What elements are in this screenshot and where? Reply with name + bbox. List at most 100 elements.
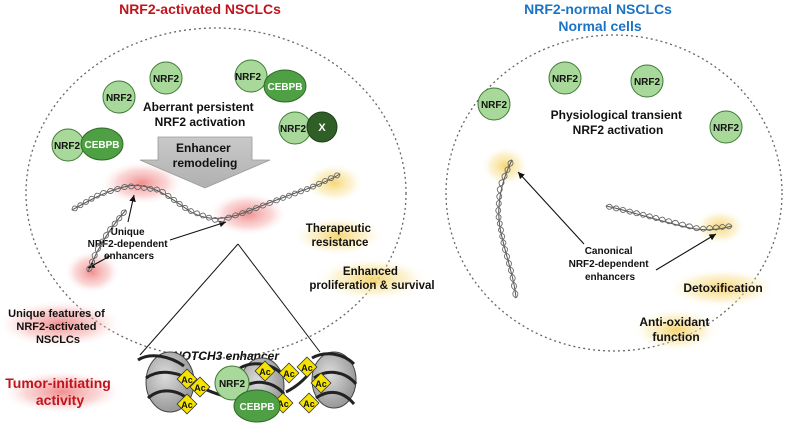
unique-enhancers-label: Unique NRF2-dependent enhancers — [88, 227, 171, 262]
remodeling-line1: Enhancer — [176, 141, 231, 155]
ac-mark-2: Ac — [189, 376, 211, 398]
ac-mark-4-label: Ac — [259, 367, 271, 377]
therapeutic-line1: Therapeutic — [306, 223, 372, 235]
ac-mark-6-label: Ac — [301, 363, 313, 373]
nrf2-notch3-label: NRF2 — [219, 379, 246, 390]
nrf2-left-label: NRF2 — [54, 141, 81, 152]
unique-features-line2: NRF2-activated — [16, 321, 96, 333]
right-nrf2-c-label: NRF2 — [481, 100, 508, 111]
proliferation-line1: Enhanced — [343, 266, 398, 278]
tumor-line2: activity — [36, 392, 84, 408]
proliferation-line2: proliferation & survival — [309, 280, 434, 292]
dna-helix-decoration — [71, 159, 733, 299]
left-title: NRF2-activated NSCLCs — [119, 1, 281, 17]
nrf2-x-label: NRF2 — [280, 124, 307, 135]
right-cell-outline — [445, 34, 783, 352]
antioxidant-line2: function — [652, 330, 699, 344]
right-nrf2-b-label: NRF2 — [634, 77, 661, 88]
right-activation-line1: Physiological transient — [551, 108, 682, 122]
ac-mark-9-label: Ac — [303, 399, 315, 409]
left-activation-line1: Aberrant persistent — [143, 100, 254, 114]
nrf2-top-label: NRF2 — [235, 72, 262, 83]
therapeutic-resistance-label: Therapeutic resistance — [306, 223, 374, 249]
nrf2-x-complex: NRF2 X — [278, 111, 338, 145]
nrf2-protein-b-label: NRF2 — [153, 74, 180, 85]
antioxidant-line1: Anti-oxidant — [639, 315, 709, 329]
right-nrf2-d: NRF2 — [709, 110, 743, 144]
glow-yellow-antioxidant — [632, 308, 720, 352]
arrow-to-middle-enhancer — [169, 220, 227, 241]
right-activation-label: Physiological transient NRF2 activation — [551, 108, 686, 137]
canonical-line1: Canonical — [585, 246, 633, 257]
cebpb-top-label: CEBPB — [267, 82, 302, 93]
zoom-line-right — [237, 243, 321, 353]
glow-red-middle — [208, 192, 288, 236]
detoxification-label: Detoxification — [683, 281, 762, 295]
unique-features-line1: Unique features of — [8, 308, 105, 320]
right-nrf2-b: NRF2 — [630, 64, 664, 98]
ac-mark-8-label: Ac — [277, 399, 289, 409]
tumor-line1: Tumor-initiating — [5, 375, 111, 391]
proliferation-label: Enhanced proliferation & survival — [309, 266, 434, 292]
glow-yellow-proliferation — [314, 257, 430, 301]
ac-mark-3: Ac — [176, 393, 198, 415]
ac-mark-6: Ac — [296, 356, 318, 378]
nrf2-cebpb-on-notch3: NRF2 CEBPB — [214, 365, 281, 423]
arrow-to-top-enhancer — [127, 194, 136, 223]
right-title-line1: NRF2-normal NSCLCs — [524, 1, 672, 17]
nrf2-protein-b: NRF2 — [149, 61, 183, 95]
glow-red-unique-features — [0, 300, 124, 348]
unique-enhancers-line2: NRF2-dependent — [88, 239, 169, 250]
antioxidant-label: Anti-oxidant function — [639, 315, 712, 344]
glow-yellow-right-left — [481, 146, 529, 186]
unique-features-label: Unique features of NRF2-activated NSCLCs — [8, 308, 108, 346]
canonical-line3: enhancers — [585, 272, 635, 283]
cebpb-left-label: CEBPB — [84, 140, 119, 151]
glow-yellow-top — [304, 163, 364, 203]
unique-features-line3: NSCLCs — [36, 334, 80, 346]
canonical-line2: NRF2-dependent — [569, 259, 650, 270]
nrf2-cebpb-complex-top: NRF2 CEBPB — [234, 59, 307, 103]
remodeling-line2: remodeling — [173, 156, 238, 170]
helix-segment — [86, 209, 127, 273]
nrf2-protein-a-label: NRF2 — [106, 93, 133, 104]
left-activation-label: Aberrant persistent NRF2 activation — [143, 100, 257, 129]
ac-mark-9: Ac — [298, 392, 320, 414]
ac-mark-4: Ac — [254, 360, 276, 382]
right-nrf2-a: NRF2 — [548, 61, 582, 95]
nrf2-cebpb-complex-left: NRF2 CEBPB — [51, 127, 124, 162]
glow-red-bottom — [64, 250, 120, 294]
right-nrf2-c: NRF2 — [477, 87, 511, 121]
enhancer-remodeling-arrow — [139, 136, 271, 189]
x-protein-label: X — [318, 122, 326, 134]
therapeutic-line2: resistance — [312, 237, 369, 249]
left-activation-line2: NRF2 activation — [155, 115, 246, 129]
right-title-line2: Normal cells — [558, 18, 641, 34]
ac-mark-1: Ac — [176, 368, 198, 390]
glow-yellow-detox — [666, 268, 778, 308]
helix-segment — [71, 172, 341, 223]
ac-mark-5: Ac — [278, 362, 300, 384]
right-nrf2-d-label: NRF2 — [713, 123, 740, 134]
ac-mark-5-label: Ac — [283, 369, 295, 379]
ac-mark-7: Ac — [310, 372, 332, 394]
enhancer-remodeling-label: Enhancer remodeling — [173, 141, 238, 170]
ac-mark-2-label: Ac — [194, 383, 206, 393]
ac-mark-3-label: Ac — [181, 400, 193, 410]
zoom-line-left — [139, 243, 239, 356]
notch3-enhancer-label: NOTCH3 enhancer — [173, 349, 280, 363]
right-title: NRF2-normal NSCLCs Normal cells — [524, 1, 676, 34]
left-cell-outline — [25, 27, 407, 359]
nrf2-protein-a: NRF2 — [102, 80, 136, 114]
glow-yellow-right-right — [694, 209, 746, 245]
glow-red-tumor — [0, 370, 124, 414]
tumor-initiating-label: Tumor-initiating activity — [5, 375, 114, 408]
helix-segment — [605, 203, 733, 232]
canonical-enhancers-label: Canonical NRF2-dependent enhancers — [569, 246, 652, 283]
helix-segment — [495, 159, 519, 299]
ac-mark-7-label: Ac — [315, 379, 327, 389]
arrow-to-bottom-enhancer — [87, 255, 111, 269]
unique-enhancers-line3: enhancers — [104, 251, 154, 262]
glow-yellow-therapeutic — [292, 216, 384, 256]
